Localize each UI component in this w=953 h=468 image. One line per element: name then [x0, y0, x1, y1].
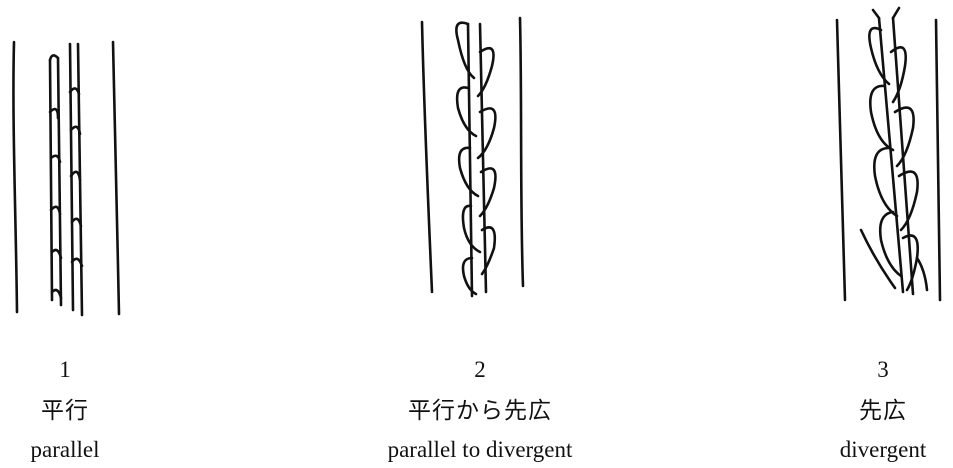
panel-label-japanese: 平行から先広	[360, 397, 600, 425]
margin-line-left	[837, 20, 845, 300]
panel-number: 2	[360, 357, 600, 383]
figure-panel-parallel-to-divergent: 2 平行から先広 parallel to divergent	[360, 0, 600, 468]
margin-line-right	[520, 18, 523, 286]
panel-label-japanese: 平行	[0, 397, 130, 425]
panel-number: 3	[813, 357, 953, 383]
panel-label-english: divergent	[813, 436, 953, 464]
parallel-to-divergent-vein-drawing	[360, 0, 600, 330]
panel-number: 1	[0, 357, 130, 383]
margin-line-left	[13, 42, 17, 312]
panel-label-english: parallel	[0, 436, 130, 464]
vein-left-strand	[50, 58, 61, 305]
divergent-vein-drawing	[813, 0, 953, 330]
figure-panel-divergent: 3 先広 divergent	[813, 0, 953, 468]
margin-line-left	[422, 22, 432, 292]
parallel-vein-drawing	[0, 0, 130, 330]
panel-label-english: parallel to divergent	[360, 436, 600, 464]
figure-panel-parallel: 1 平行 parallel	[0, 0, 130, 468]
margin-line-right	[113, 42, 119, 314]
panel-label-japanese: 先広	[813, 397, 953, 425]
vein-central-strands	[468, 24, 486, 296]
margin-line-right	[936, 20, 940, 300]
